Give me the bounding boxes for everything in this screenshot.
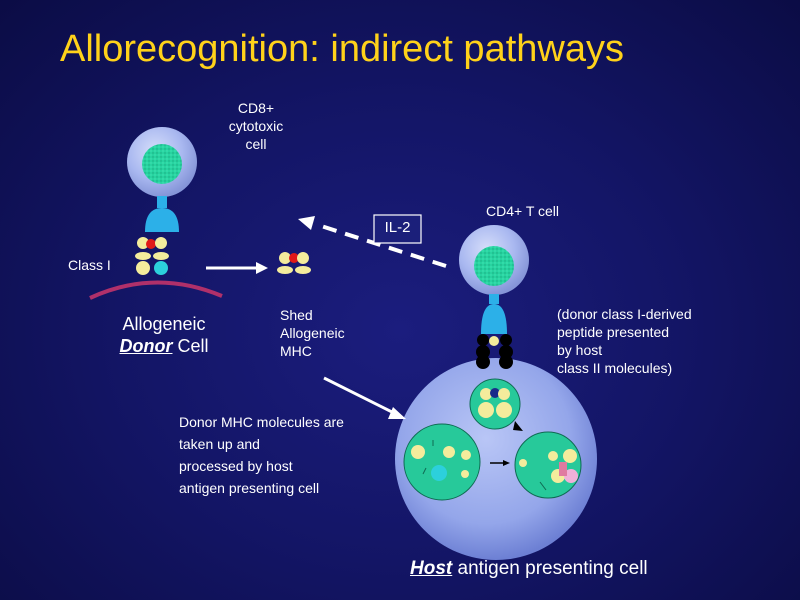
- slide-title: Allorecognition: indirect pathways: [60, 28, 624, 70]
- host-apc-cell-body: [395, 358, 597, 560]
- endosome-right: [514, 431, 582, 499]
- allogeneic-text: Allogeneic: [122, 314, 206, 334]
- peptide-label-line1: (donor class I-derived: [557, 306, 692, 322]
- peptide-label-line4: class II molecules): [557, 360, 673, 376]
- cd4-t-cell: [459, 225, 529, 334]
- donor-cell-label: Allogeneic Donor Cell: [82, 313, 246, 357]
- il2-box: [373, 214, 422, 244]
- shed-mhc-molecule: [277, 252, 311, 274]
- cd8-label-line1: CD8+: [237, 100, 275, 116]
- peptide-presentation-label: (donor class I-derived peptide presented…: [557, 305, 692, 377]
- cd8-label-line3: cell: [245, 136, 267, 152]
- endosome-left: [403, 423, 481, 501]
- donor-cell-membrane: [89, 280, 223, 300]
- uptake-label-line3: processed by host: [179, 458, 293, 474]
- cd8-t-cell: [127, 127, 197, 232]
- cd8-nucleus: [142, 144, 182, 184]
- cd4-nucleus: [474, 246, 514, 286]
- host-text: Host: [410, 558, 453, 579]
- shed-label-line3: MHC: [280, 343, 312, 359]
- uptake-label-line4: antigen presenting cell: [179, 480, 320, 496]
- host-apc-label: Host antigen presenting cell: [410, 558, 648, 580]
- cd8-label-line2: cytotoxic: [228, 118, 284, 134]
- peptide-label-line3: by host: [557, 342, 603, 358]
- uptake-label-line1: Donor MHC molecules are: [179, 414, 344, 430]
- peptide-label-line2: peptide presented: [557, 324, 670, 340]
- cd8-receptor-stalk: [157, 196, 167, 208]
- shed-label-line1: Shed: [280, 307, 313, 323]
- il2-label: IL-2: [384, 219, 411, 236]
- donor-text: Donor: [119, 336, 173, 356]
- il2-dashed-arrow: [298, 216, 447, 268]
- cd4-label: CD4+ T cell: [486, 203, 560, 219]
- host-mhc-class-ii: [476, 334, 513, 369]
- shed-mhc-label: Shed Allogeneic MHC: [280, 306, 345, 360]
- uptake-label-line2: taken up and: [179, 436, 260, 452]
- cd8-label: CD8+ cytotoxic cell: [214, 99, 298, 153]
- processing-vesicle-top: [469, 378, 523, 431]
- uptake-label: Donor MHC molecules are taken up and pro…: [179, 411, 344, 499]
- shedding-arrow: [206, 262, 268, 274]
- cd8-t-cell-receptor: [145, 208, 179, 232]
- cell-text: Cell: [172, 336, 209, 356]
- processing-arrow: [490, 460, 510, 466]
- uptake-arrow: [323, 376, 406, 419]
- cd4-t-cell-receptor: [481, 304, 507, 334]
- apc-text: antigen presenting cell: [452, 558, 648, 579]
- donor-mhc-class-i: [135, 237, 169, 275]
- class-i-label: Class I: [68, 257, 111, 273]
- shed-label-line2: Allogeneic: [280, 325, 345, 341]
